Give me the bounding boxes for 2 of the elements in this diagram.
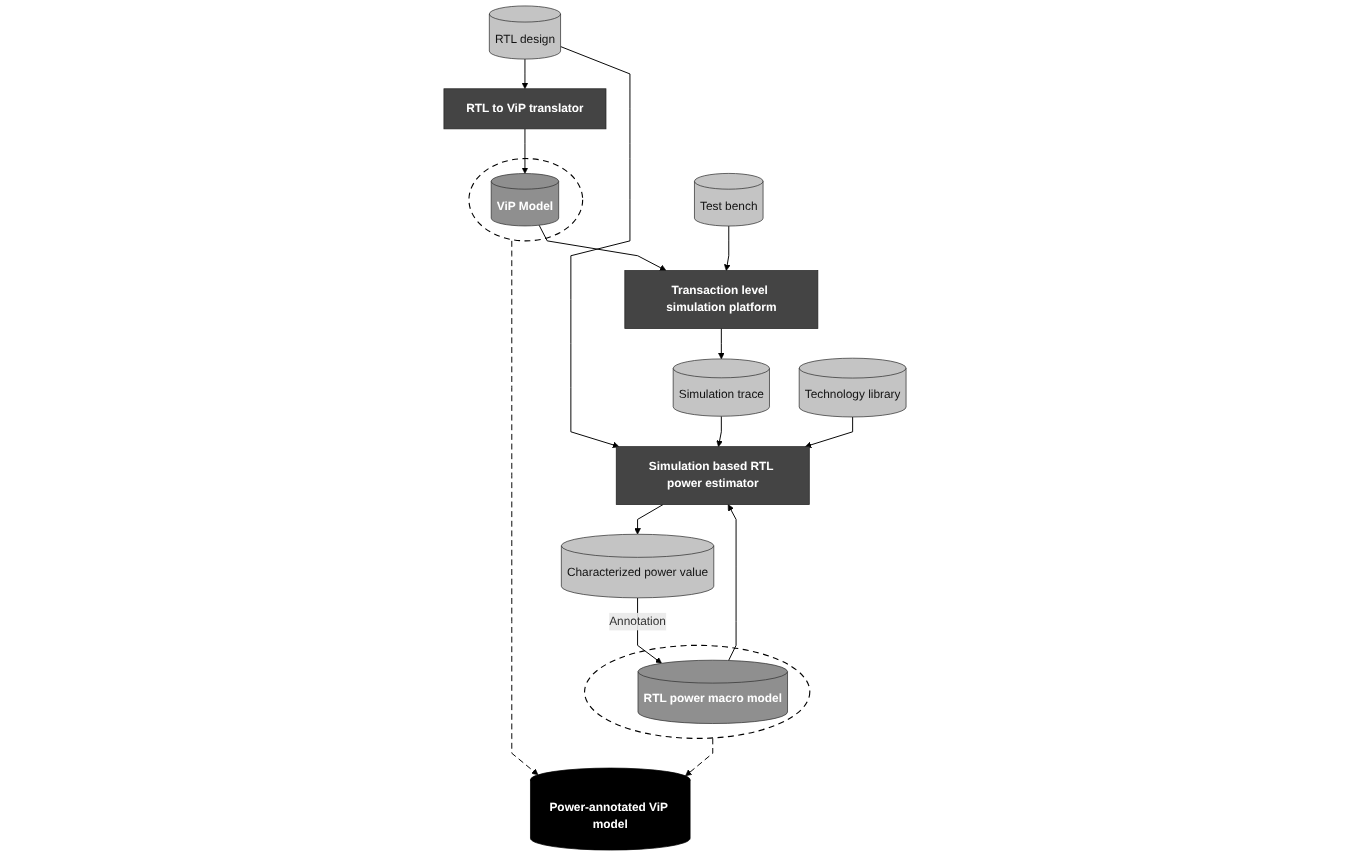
cluster — [584, 644, 811, 739]
cluster — [468, 158, 584, 242]
